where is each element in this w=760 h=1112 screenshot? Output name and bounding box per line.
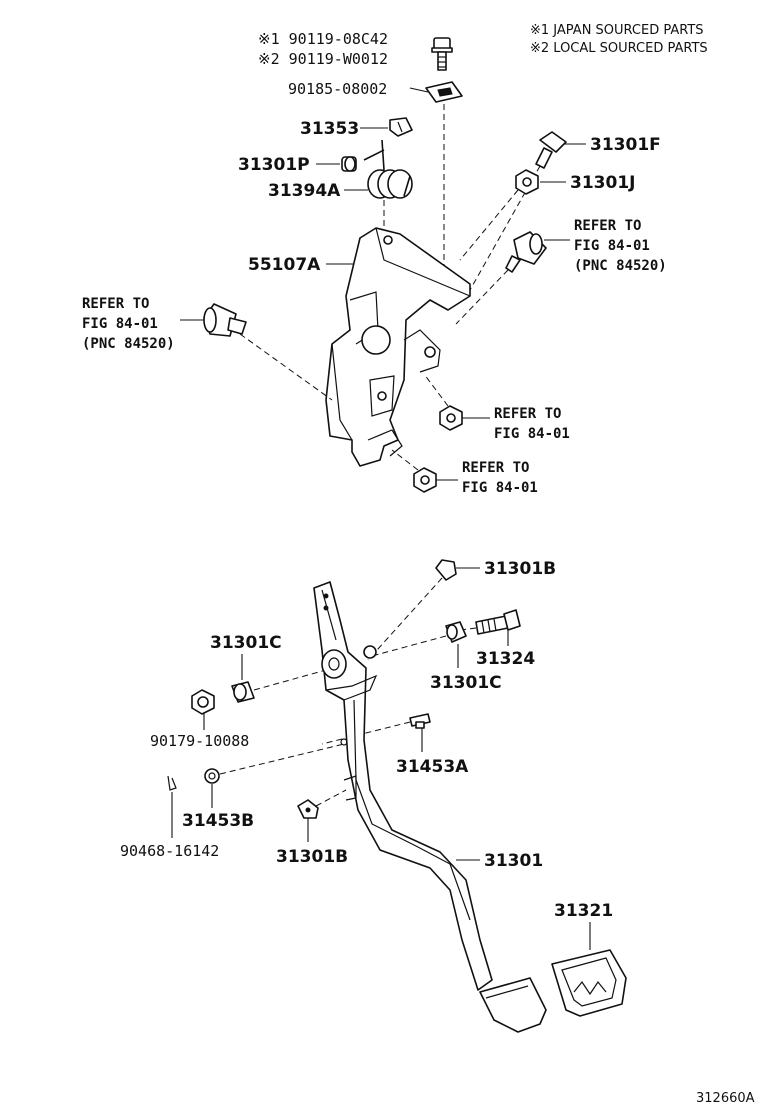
label-31301: 31301 <box>484 851 543 871</box>
bolt-90119 <box>431 37 453 71</box>
legend-local: ※2 LOCAL SOURCED PARTS <box>530 41 708 56</box>
label-90468-16142: 90468-16142 <box>120 842 219 860</box>
label-90179-10088: 90179-10088 <box>150 732 249 750</box>
stop-lamp-switch-right <box>505 231 547 273</box>
bushing-31301c-left <box>231 681 255 703</box>
clip-31353 <box>389 117 413 137</box>
label-31453a: 31453A <box>396 757 469 777</box>
nut-upper <box>439 405 463 431</box>
illustration-id: 312660A <box>696 1091 755 1106</box>
spring-31394a <box>363 139 413 199</box>
ref-nut-lower-l1: REFER TO <box>462 460 529 476</box>
label-90185-08002: 90185-08002 <box>288 80 387 98</box>
label-31453b: 31453B <box>182 811 254 831</box>
nut-90179 <box>191 689 215 715</box>
label-31324: 31324 <box>476 649 535 669</box>
ref-right-l3: (PNC 84520) <box>574 258 667 274</box>
label-31353: 31353 <box>300 119 359 139</box>
bushing-31453b <box>204 768 220 784</box>
label-31301c-left: 31301C <box>210 633 282 653</box>
nut-lower <box>413 467 437 493</box>
label-31394a: 31394A <box>268 181 341 201</box>
label-90119-08c42: ※1 90119-08C42 <box>258 30 388 48</box>
bushing-31301b-top <box>435 559 457 581</box>
stop-lamp-switch-left <box>203 303 247 337</box>
pedal-pad-31321 <box>551 949 627 1017</box>
pin-31453a <box>409 713 431 729</box>
ref-left-l3: (PNC 84520) <box>82 336 175 352</box>
legend-japan: ※1 JAPAN SOURCED PARTS <box>530 23 704 38</box>
pedal-arm-31301 <box>313 581 493 991</box>
nut-31301j <box>515 169 539 195</box>
ref-nut-lower-l2: FIG 84-01 <box>462 480 538 496</box>
clip-90468 <box>167 775 177 791</box>
ref-nut-upper-l1: REFER TO <box>494 406 561 422</box>
bolt-31324 <box>475 609 521 635</box>
label-31301j: 31301J <box>570 173 635 193</box>
bushing-31301p <box>341 156 357 172</box>
label-31321: 31321 <box>554 901 613 921</box>
label-31301c-right: 31301C <box>430 673 502 693</box>
ref-right-l2: FIG 84-01 <box>574 238 650 254</box>
label-55107a: 55107A <box>248 255 321 275</box>
label-31301b-top: 31301B <box>484 559 556 579</box>
pedal-pad-end <box>479 977 547 1033</box>
ref-left-l1: REFER TO <box>82 296 149 312</box>
clip-90185 <box>425 81 463 103</box>
ref-left-l2: FIG 84-01 <box>82 316 158 332</box>
label-31301f: 31301F <box>590 135 661 155</box>
bolt-31301f <box>535 131 567 169</box>
label-31301p: 31301P <box>238 155 310 175</box>
bushing-31301c-right <box>445 621 467 643</box>
ref-right-l1: REFER TO <box>574 218 641 234</box>
bushing-31301b-bottom <box>297 799 319 819</box>
ref-nut-upper-l2: FIG 84-01 <box>494 426 570 442</box>
label-31301b-bottom: 31301B <box>276 847 348 867</box>
label-90119-w0012: ※2 90119-W0012 <box>258 50 388 68</box>
